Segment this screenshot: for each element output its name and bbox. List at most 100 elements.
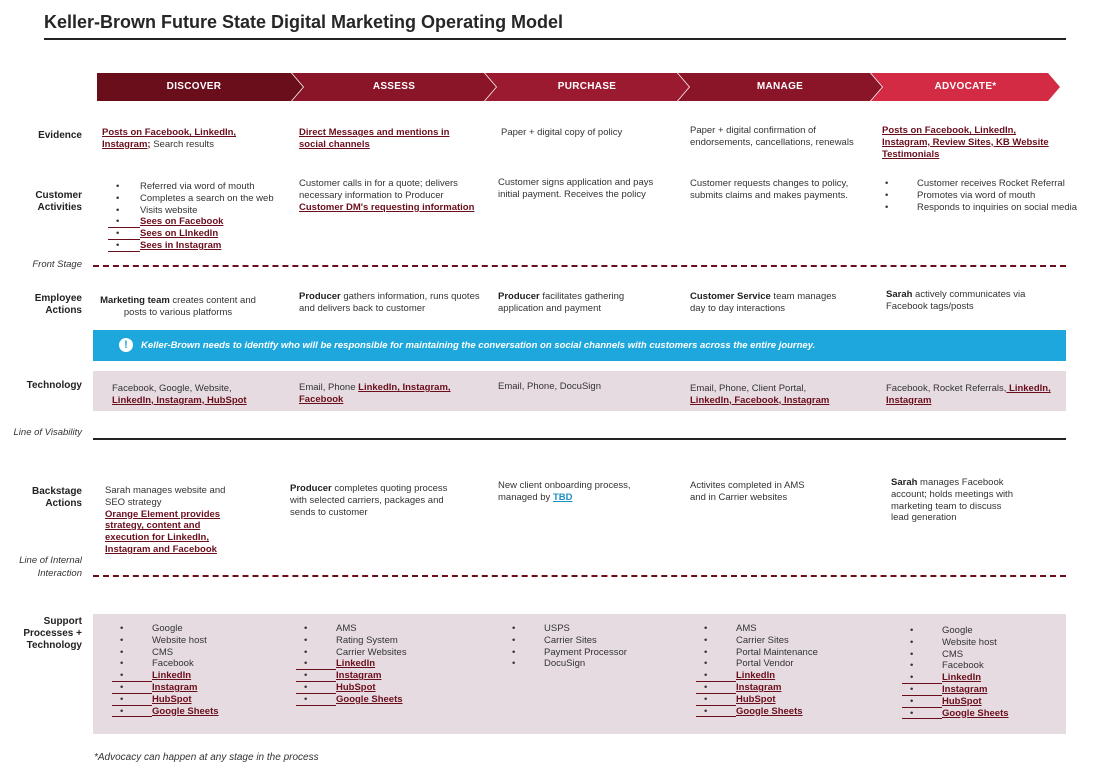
evidence-purchase: Paper + digital copy of policy <box>501 127 623 138</box>
page-title: Keller-Brown Future State Digital Market… <box>44 12 564 32</box>
list-item: •Google <box>120 623 183 634</box>
evidence-advocate: Posts on Facebook, LinkedIn, Instagram, … <box>882 125 1062 160</box>
banner-text: Keller-Brown needs to identify who will … <box>141 340 816 351</box>
list-item: •AMS <box>704 623 757 634</box>
evidence-discover-link[interactable]: Posts on Facebook, LinkedIn, Instagram; <box>102 127 237 150</box>
evidence-advocate-link[interactable]: Posts on Facebook, LinkedIn, Instagram, … <box>882 125 1049 160</box>
list-item: •DocuSign <box>512 658 586 670</box>
list-item[interactable]: •Google Sheets <box>296 694 466 706</box>
list-item[interactable]: •LinkedIn <box>112 670 282 682</box>
list-item[interactable]: •Google Sheets <box>902 708 1062 720</box>
list-item: •Carrier Sites <box>512 634 597 646</box>
stage-label: PURCHASE <box>557 81 617 92</box>
backstage-tbd-link[interactable]: TBD <box>552 491 573 503</box>
list-item[interactable]: •HubSpot <box>902 696 1062 708</box>
activities-assess: Customer calls in for a quote; delivers … <box>299 178 475 213</box>
list-item: •Promotes via word of mouth <box>885 189 1036 201</box>
row-label-evidence: Evidence <box>38 130 82 141</box>
backstage-discover-link[interactable]: Orange Element provides strategy, conten… <box>105 508 221 555</box>
tech-assess-link[interactable]: LinkedIn, Instagram, Facebook <box>299 382 451 405</box>
list-item: •AMS <box>304 623 357 634</box>
list-item[interactable]: •LinkedIn <box>902 672 1062 684</box>
employee-manage: Customer Service team manages day to day… <box>690 291 837 314</box>
backstage-manage: Activites completed in AMS and in Carrie… <box>690 480 805 503</box>
support-assess: •AMS •Rating System •Carrier Websites •L… <box>296 623 466 706</box>
tech-purchase: Email, Phone, DocuSign <box>498 381 601 392</box>
list-item: •Website host <box>910 636 997 648</box>
activities-advocate: •Customer receives Rocket Referral •Prom… <box>877 178 1087 213</box>
stage-label: MANAGE <box>756 81 804 92</box>
tech-advocate-link[interactable]: LinkedIn, Instagram <box>886 383 1051 406</box>
list-item[interactable]: •Instagram <box>112 682 282 694</box>
tech-discover-link[interactable]: LinkedIn, Instagram, HubSpot <box>112 394 247 406</box>
activities-manage: Customer requests changes to policy, sub… <box>690 178 849 201</box>
evidence-assess-link[interactable]: Direct Messages and mentions in social c… <box>299 127 450 150</box>
stage-assess: ASSESS <box>292 73 496 101</box>
backstage-advocate: Sarah manages Facebook account; holds me… <box>891 477 1013 524</box>
evidence-discover: Posts on Facebook, LinkedIn, Instagram; … <box>102 127 237 150</box>
list-item: •USPS <box>512 623 570 634</box>
support-discover: •Google •Website host •CMS •Facebook •Li… <box>112 623 282 718</box>
internal-interaction-line <box>93 575 1066 577</box>
stage-label: ADVOCATE* <box>934 81 997 92</box>
front-stage-line <box>93 265 1066 267</box>
backstage-discover: Sarah manages website and SEO strategy O… <box>105 485 226 555</box>
list-item[interactable]: •Sees in Instagram <box>108 240 288 252</box>
evidence-assess: Direct Messages and mentions in social c… <box>299 127 479 151</box>
list-item: •CMS <box>120 646 174 658</box>
stage-discover: DISCOVER <box>97 73 303 101</box>
activities-assess-link[interactable]: Customer DM's requesting information <box>299 201 475 213</box>
stage-advocate: ADVOCATE* <box>871 73 1060 101</box>
list-item: •Website host <box>120 634 207 646</box>
list-item: •Google <box>910 625 973 636</box>
list-item: •Portal Maintenance <box>704 646 818 658</box>
list-item[interactable]: •HubSpot <box>296 682 466 694</box>
backstage-assess: Producer completes quoting process with … <box>290 483 448 518</box>
info-banner: ! Keller-Brown needs to identify who wil… <box>93 330 1066 361</box>
tech-assess: Email, Phone LinkedIn, Instagram, Facebo… <box>299 382 451 405</box>
list-item: •Rating System <box>304 634 398 646</box>
list-item[interactable]: •HubSpot <box>696 694 866 706</box>
row-label-technology: Technology <box>26 380 82 391</box>
tech-manage: Email, Phone, Client Portal, LinkedIn, F… <box>690 383 830 406</box>
list-item: •Payment Processor <box>512 646 627 658</box>
list-item: •Customer receives Rocket Referral <box>885 178 1065 189</box>
list-item[interactable]: •Instagram <box>296 670 466 682</box>
list-item[interactable]: •LinkedIn <box>696 670 866 682</box>
list-item[interactable]: •Instagram <box>696 682 866 694</box>
employee-advocate: Sarah actively communicates via Facebook… <box>886 289 1026 312</box>
line-of-visibility <box>93 438 1066 440</box>
list-item: •Completes a search on the web <box>116 192 274 204</box>
tech-advocate: Facebook, Rocket Referrals, LinkedIn, In… <box>886 383 1051 406</box>
list-item[interactable]: •Google Sheets <box>696 706 866 718</box>
line-label-front-stage: Front Stage <box>32 259 82 270</box>
line-label-visibility: Line of Visability <box>13 427 82 438</box>
row-label-employee-actions: Employee Actions <box>34 293 82 316</box>
employee-assess: Producer gathers information, runs quote… <box>299 291 480 314</box>
list-item[interactable]: •LinkedIn <box>296 658 466 671</box>
list-item: •Carrier Sites <box>704 634 789 646</box>
list-item[interactable]: •Instagram <box>902 684 1062 696</box>
support-manage: •AMS •Carrier Sites •Portal Maintenance … <box>696 623 866 718</box>
list-item[interactable]: •Sees on LInkedIn <box>108 228 288 240</box>
list-item: •Facebook <box>910 660 984 672</box>
row-label-customer-activities: Customer Activities <box>35 190 82 213</box>
list-item: •Responds to inquiries on social media <box>885 201 1078 213</box>
stage-purchase: PURCHASE <box>485 73 689 101</box>
list-item[interactable]: •HubSpot <box>112 694 282 706</box>
list-item: •Portal Vendor <box>704 658 794 670</box>
employee-discover: Marketing team creates content and posts… <box>100 295 256 318</box>
tech-manage-link[interactable]: LinkedIn, Facebook, Instagram <box>690 394 830 406</box>
info-icon: ! <box>119 338 133 352</box>
support-purchase: •USPS •Carrier Sites •Payment Processor … <box>504 623 674 670</box>
line-label-internal: Line of Internal Interaction <box>19 555 82 579</box>
list-item[interactable]: •Google Sheets <box>112 706 282 718</box>
title-rule <box>44 38 1066 40</box>
list-item[interactable]: •Sees on Facebook <box>108 216 288 229</box>
list-item: •Facebook <box>120 658 194 670</box>
activities-purchase: Customer signs application and pays init… <box>498 177 654 200</box>
stage-label: DISCOVER <box>166 81 222 92</box>
backstage-purchase: New client onboarding process, managed b… <box>498 480 631 503</box>
row-label-support: Support Processes + Technology <box>23 616 82 651</box>
footnote: *Advocacy can happen at any stage in the… <box>94 752 319 763</box>
